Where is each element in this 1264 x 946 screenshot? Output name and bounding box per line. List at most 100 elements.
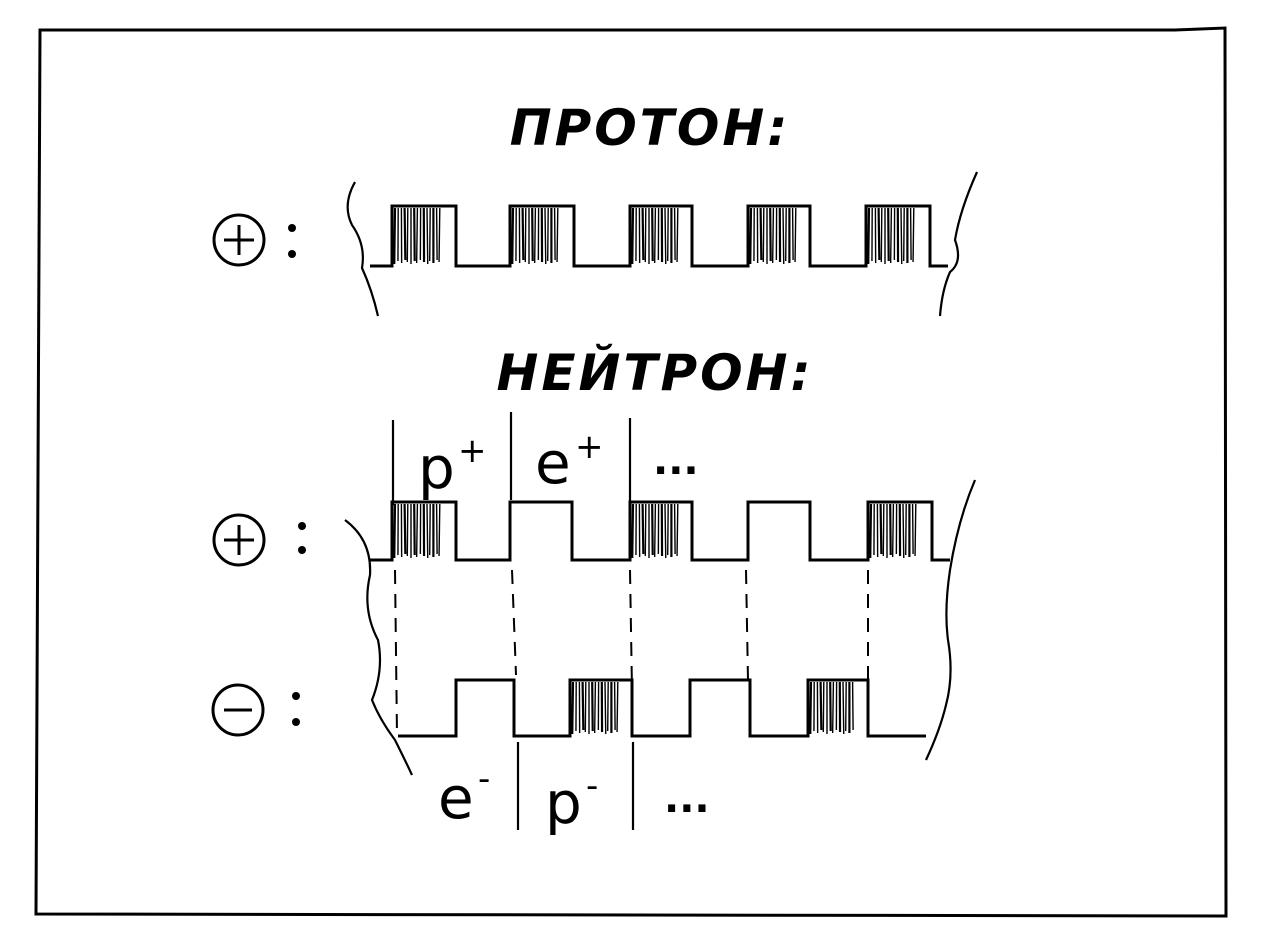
hatch-stroke <box>903 207 905 262</box>
neutron-left-border <box>344 519 413 776</box>
hatch-stroke <box>644 503 647 557</box>
hatch-stroke <box>664 503 667 559</box>
hatch-stroke <box>413 207 416 262</box>
hatch-stroke <box>676 503 679 557</box>
hatch-stroke <box>900 207 903 265</box>
hatch-stroke <box>553 207 556 261</box>
hatch-stroke <box>406 503 409 557</box>
hatch-stroke <box>429 207 431 262</box>
hatch-stroke <box>393 503 397 559</box>
hatch-stroke <box>664 207 667 265</box>
hatch-stroke <box>413 503 416 556</box>
hatch-stroke <box>749 207 753 265</box>
svg-text:e: e <box>535 429 571 497</box>
neutron-top-labels: p + e + ... <box>391 412 699 505</box>
neutron-plus-hatch-1 <box>393 503 441 559</box>
frame <box>34 26 1228 918</box>
neutron-sign-plus <box>212 513 266 567</box>
neutron-plus-hatch-3 <box>869 503 917 559</box>
hatch-stroke <box>891 503 895 558</box>
hatch-stroke <box>889 207 893 264</box>
hatch-stroke <box>533 207 537 264</box>
svg-text:+: + <box>575 427 604 467</box>
hatch-stroke <box>831 681 835 734</box>
neutron-minus-colon <box>292 692 300 726</box>
proton-wave <box>346 171 979 317</box>
label-p-minus: p - <box>545 766 598 837</box>
svg-text:e: e <box>438 764 474 832</box>
hatch-stroke <box>403 207 407 261</box>
proton-hatch-4 <box>749 207 797 265</box>
hatch-stroke <box>521 207 525 261</box>
proton-hatch-2 <box>511 207 559 265</box>
neutron-plus-colon <box>298 522 306 554</box>
label-p-plus: p + <box>418 431 487 502</box>
hatch-stroke <box>877 207 881 261</box>
hatch-stroke <box>593 681 597 734</box>
label-e-minus: e - <box>438 759 490 832</box>
hatch-stroke <box>911 503 914 555</box>
hatch-stroke <box>641 207 645 261</box>
hatch-stroke <box>809 681 813 735</box>
hatch-stroke <box>912 207 915 263</box>
proton-title: ПРОТОН: <box>510 99 790 157</box>
hatch-stroke <box>845 681 847 732</box>
proton-hatch-5 <box>867 207 915 265</box>
neutron-bottom-labels: e - p - ... <box>438 742 710 837</box>
hatch-stroke <box>393 207 397 265</box>
hatch-stroke <box>403 503 407 555</box>
neutron-plus-wave <box>370 500 950 562</box>
hatch-stroke <box>415 207 419 264</box>
hatch-stroke <box>769 207 772 262</box>
neutron-minus-hatch-2 <box>809 681 854 735</box>
hatch-stroke <box>571 681 575 735</box>
hatch-stroke <box>429 503 431 556</box>
hatch-stroke <box>909 207 912 261</box>
hatch-stroke <box>438 503 441 557</box>
hatch-stroke <box>867 207 871 265</box>
hatch-stroke <box>829 681 832 732</box>
hatch-stroke <box>759 207 763 261</box>
hatch-stroke <box>791 207 794 261</box>
hatch-stroke <box>406 207 409 263</box>
hatch-stroke <box>667 207 669 262</box>
svg-text:p: p <box>545 769 582 837</box>
hatch-stroke <box>581 681 585 731</box>
hatch-stroke <box>667 503 669 556</box>
neutron-title: НЕЙТРОН: <box>497 343 814 402</box>
hatch-stroke <box>880 207 883 263</box>
proton-hatch-3 <box>631 207 679 265</box>
hatch-stroke <box>653 207 657 264</box>
hatch-stroke <box>604 681 607 735</box>
hatch-stroke <box>822 681 825 733</box>
hatch-stroke <box>426 503 429 559</box>
hatch-stroke <box>851 681 854 731</box>
hatch-stroke <box>651 503 654 556</box>
hatch-stroke <box>653 503 657 558</box>
neutron-minus-wave <box>398 678 926 738</box>
hatch-stroke <box>435 503 438 555</box>
hatch-stroke <box>842 681 845 735</box>
hatch-stroke <box>613 681 616 731</box>
hatch-stroke <box>435 207 438 261</box>
hatch-stroke <box>785 207 787 262</box>
svg-text:-: - <box>586 766 598 806</box>
hatch-stroke <box>762 207 765 263</box>
hatch-stroke <box>879 503 883 555</box>
hatch-stroke <box>584 681 587 733</box>
hatch-stroke <box>556 207 559 263</box>
hatch-stroke <box>607 681 609 732</box>
hatch-stroke <box>673 503 676 555</box>
hatch-stroke <box>794 207 797 263</box>
hatch-stroke <box>591 681 594 732</box>
hatch-stroke <box>531 207 534 262</box>
hatch-stroke <box>889 503 892 556</box>
hatch-stroke <box>651 207 654 262</box>
neutron-plus-hatch-2 <box>631 503 679 559</box>
neutron-minus-hatch-1 <box>571 681 619 735</box>
hatch-stroke <box>616 681 619 733</box>
hatch-stroke <box>771 207 775 264</box>
hatch-stroke <box>644 207 647 263</box>
label-bottom-ellipsis: ... <box>664 776 710 822</box>
